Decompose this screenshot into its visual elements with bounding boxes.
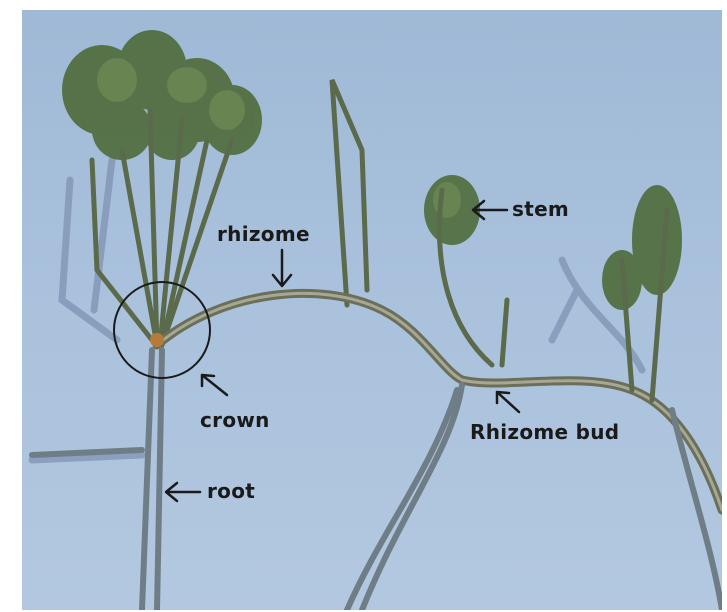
crown-label: crown	[200, 408, 270, 432]
crown-arrow	[202, 375, 227, 395]
stem-label: stem	[512, 197, 569, 221]
root-label: root	[207, 479, 255, 503]
rhizome-arrow	[273, 250, 291, 286]
root-arrow	[166, 483, 200, 501]
rhizome-bud-arrow	[497, 392, 519, 412]
plant-photo: rhizome stem crown Rhizome bud root	[22, 10, 722, 610]
vertical-stem	[332, 80, 367, 305]
rhizome-label: rhizome	[217, 222, 310, 246]
rhizome-bud-label: Rhizome bud	[470, 420, 619, 444]
rhizome	[157, 293, 722, 510]
crown-highlight	[150, 333, 164, 347]
plant-illustration	[22, 10, 722, 610]
